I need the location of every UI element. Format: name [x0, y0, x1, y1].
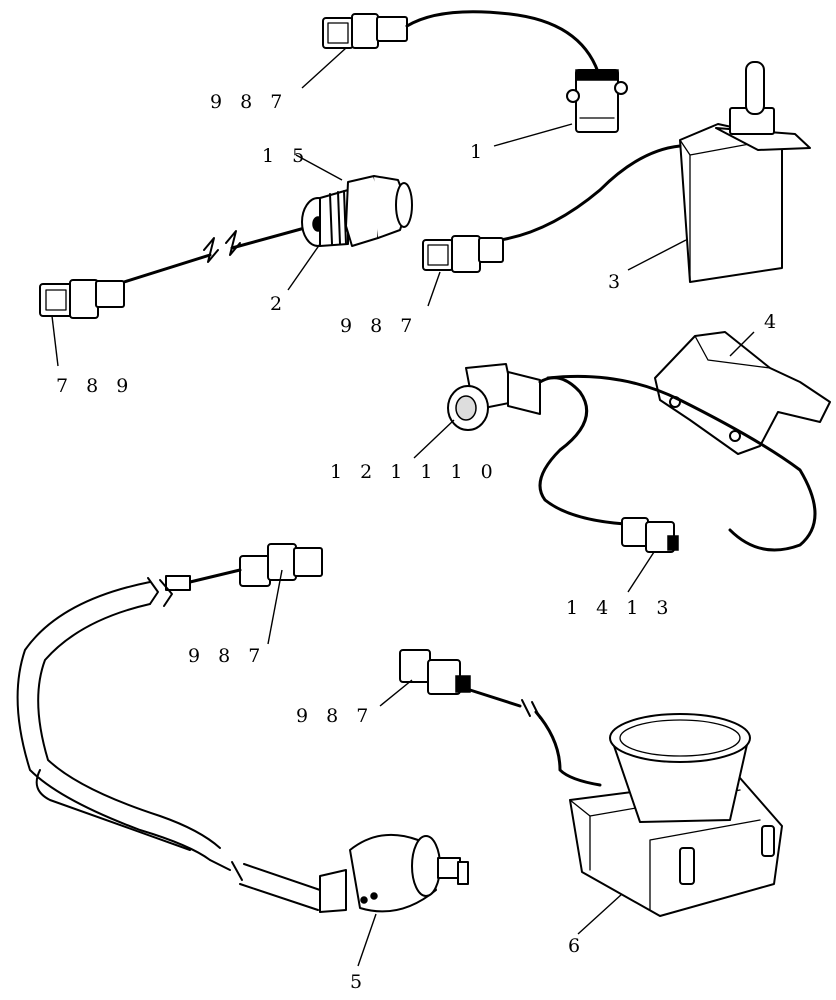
bracket-4 — [654, 331, 831, 455]
buzzer-6 — [569, 713, 783, 917]
callout-12: 9 8 7 — [296, 705, 374, 727]
callout-11: 9 8 7 — [188, 645, 266, 667]
callout-6: 9 8 7 — [340, 315, 418, 337]
connector-14-13 — [621, 517, 679, 553]
callout-7: 3 — [608, 271, 626, 293]
callout-9: 1 2 1 1 1 0 — [330, 461, 499, 483]
connector-top — [322, 10, 600, 74]
callout-2: 1 — [470, 141, 488, 163]
harness-5 — [16, 577, 347, 913]
socket-connector — [447, 363, 817, 552]
switch-1 — [566, 69, 628, 133]
callout-10: 1 4 1 3 — [566, 597, 674, 619]
callout-13: 5 — [350, 971, 368, 993]
callout-4: 2 — [270, 293, 288, 315]
sensor-2 — [122, 175, 413, 284]
callout-labels: 9 8 7 1 1 5 2 7 8 9 9 8 7 3 4 1 2 1 1 1 … — [56, 91, 782, 993]
toggle-switch-3 — [498, 61, 811, 283]
callout-14: 6 — [568, 935, 586, 957]
connector-3 — [422, 235, 504, 273]
callout-8: 4 — [764, 311, 782, 333]
callout-1: 9 8 7 — [210, 91, 288, 113]
connector-5 — [165, 543, 323, 591]
leader-lines — [51, 47, 755, 967]
connector-6 — [399, 649, 602, 787]
connector-2 — [39, 279, 125, 319]
pressure-sender-5 — [349, 833, 469, 913]
callout-5: 7 8 9 — [56, 375, 134, 397]
callout-3: 1 5 — [262, 145, 310, 167]
